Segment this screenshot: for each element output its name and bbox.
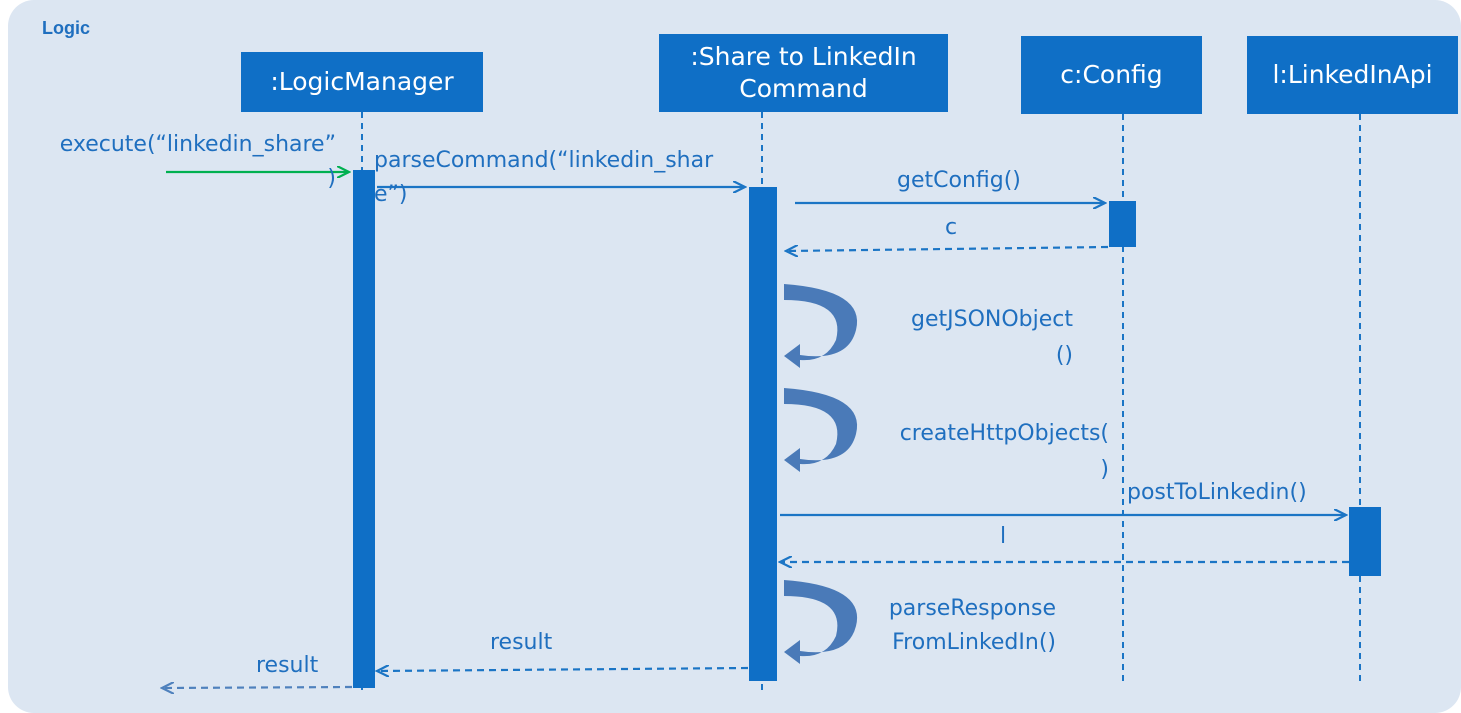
sequence-diagram-frame: Logic <box>8 0 1461 713</box>
activation-logic-manager <box>353 170 375 688</box>
frame-title: Logic <box>42 18 90 38</box>
message-return-c: c <box>945 215 958 240</box>
message-get-config: getConfig() <box>897 168 1021 193</box>
lifeline-label-linkedin-api: l:LinkedInApi <box>1272 60 1433 89</box>
arrow-result-inner <box>377 668 749 671</box>
activation-linkedin-api <box>1349 507 1381 576</box>
message-create-http-objects: createHttpObjects( ) <box>899 421 1109 482</box>
message-get-json-object: getJSONObject () <box>910 307 1073 368</box>
lifeline-header-config: c:Config <box>1021 36 1202 114</box>
message-result-inner: result <box>490 630 553 655</box>
self-call-create-http-objects <box>784 388 858 472</box>
lifeline-label-logic-manager: :LogicManager <box>270 67 454 96</box>
lifeline-header-logic-manager: :LogicManager <box>241 52 483 112</box>
message-post-to-linkedin: postToLinkedin() <box>1127 480 1307 505</box>
activation-config <box>1109 201 1136 247</box>
lifeline-label-share-command: :Share to LinkedIn Command <box>690 42 917 103</box>
self-call-get-json-object <box>784 284 858 368</box>
activation-share-command <box>749 187 777 681</box>
arrow-return-c <box>786 247 1109 251</box>
message-parse-response: parseResponse FromLinkedIn() <box>888 596 1056 655</box>
message-parse-command: parseCommand(“linkedin_shar e”) <box>374 148 714 207</box>
self-call-parse-response <box>784 580 858 664</box>
lifeline-header-linkedin-api: l:LinkedInApi <box>1247 36 1458 114</box>
message-execute: execute(“linkedin_share” ) <box>59 132 336 191</box>
arrow-result-outer <box>162 687 353 688</box>
message-return-l: l <box>1000 524 1007 549</box>
lifeline-label-config: c:Config <box>1060 60 1163 89</box>
lifeline-header-share-command: :Share to LinkedIn Command <box>659 34 948 112</box>
message-result-outer: result <box>256 653 319 678</box>
